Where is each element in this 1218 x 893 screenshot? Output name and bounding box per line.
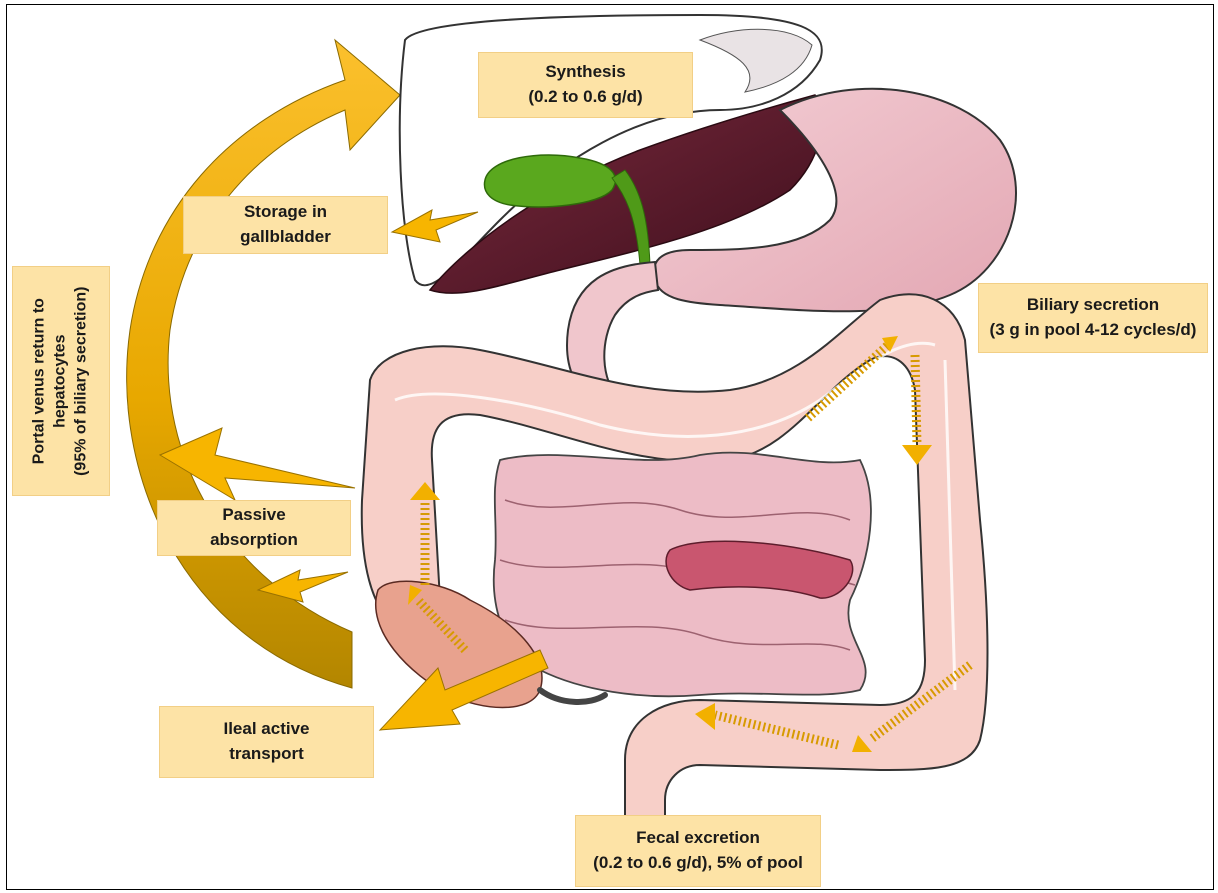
figure-border — [6, 4, 1214, 890]
